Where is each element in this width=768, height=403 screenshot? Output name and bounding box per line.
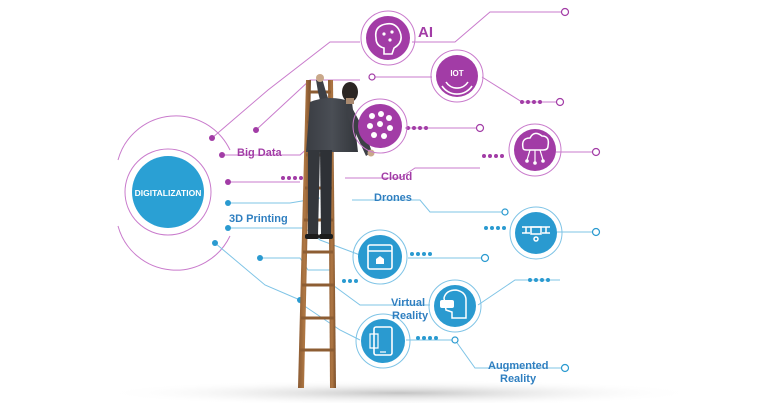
- big-data-icon: [352, 98, 408, 154]
- label-virtual-reality-line1: Virtual: [391, 297, 426, 309]
- floor-shadow: [100, 380, 700, 403]
- smartphone-ar-icon: [355, 313, 411, 369]
- cloud-network-icon: [508, 123, 562, 177]
- 3d-printer-icon: [352, 229, 408, 285]
- businessman: [305, 74, 375, 239]
- digitalization-hub: DIGITALIZATION: [124, 148, 212, 236]
- dot-chains: [281, 100, 550, 340]
- vr-headset-icon: [428, 279, 482, 333]
- label-augmented-reality-line1: Augmented: [488, 360, 549, 372]
- label-big-data: Big Data: [237, 147, 282, 159]
- label-ai: AI: [418, 24, 433, 41]
- iot-text: IOT: [450, 69, 463, 78]
- label-3d-printing: 3D Printing: [229, 213, 288, 225]
- iot-icon: IOT: [430, 49, 484, 103]
- label-augmented-reality-line2: Reality: [500, 373, 537, 385]
- label-drones: Drones: [374, 192, 412, 204]
- label-cloud: Cloud: [381, 171, 413, 183]
- blue-connectors: [214, 197, 596, 369]
- brain-icon: [360, 10, 416, 66]
- label-virtual-reality-line2: Reality: [392, 310, 429, 322]
- hub-label: DIGITALIZATION: [135, 188, 202, 198]
- connector-dots: [209, 7, 601, 373]
- drone-icon: [509, 206, 563, 260]
